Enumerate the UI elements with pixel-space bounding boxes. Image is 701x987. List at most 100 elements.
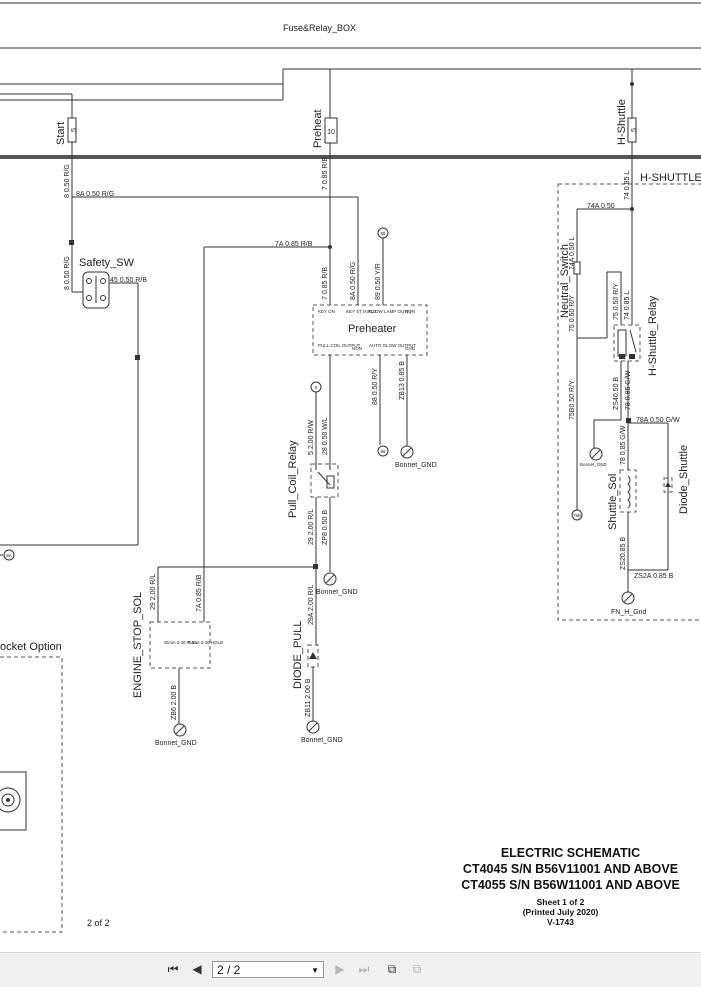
wire-label: 74A 0.50: [587, 203, 615, 210]
pin-label: GLOW LAMP OUT(-): [369, 309, 412, 314]
engine-stop-solenoid: [149, 621, 211, 669]
safety-sw-label: Safety_SW: [79, 257, 135, 269]
wire-label: 45 0.50 R/B: [110, 277, 147, 284]
wire-label: 74 0.85 L: [624, 291, 631, 320]
ground-label: Bonnet_GND: [316, 589, 358, 596]
wire-label: 7A 0.85 R/B: [196, 574, 203, 612]
solenoid-pull-label: 36.5A 2.00 PULL: [164, 640, 199, 645]
pin-label: GND: [405, 346, 416, 351]
wire-label: 75 0.50 R/Y: [613, 283, 620, 320]
connector-label: 8A: [6, 553, 12, 558]
fuse-relay-box: Fuse&Relay_BOX: [0, 2, 701, 159]
start-circuit: 8 0.50 R/G 8A 0.50 R/G 8 0.50 R/G Safety…: [0, 157, 358, 561]
socket-option-label: ocket Option: [0, 641, 62, 653]
wire-label: ZS40.50 B: [613, 377, 620, 410]
wire-label: 8A 0.50 R/G: [76, 191, 114, 198]
ground-label: Bonnet_GND: [301, 737, 343, 744]
connector-label: 75B: [573, 513, 581, 518]
shuttle-sol-label: Shuttle_Sol: [607, 474, 619, 530]
page-select[interactable]: 2 / 2 ▼: [212, 961, 324, 978]
wire-label: ZP8 0.50 B: [322, 510, 329, 545]
next-view-icon[interactable]: ⧉: [412, 962, 422, 976]
preheater-module: [312, 304, 428, 356]
wire-label: 75B0.50 R/Y: [569, 380, 576, 420]
wire-label: 89 0.50 Y/R: [375, 263, 382, 300]
fuse-relay-box-title: Fuse&Relay_BOX: [283, 23, 356, 33]
fuse-start-label: Start: [55, 122, 67, 145]
h-shuttle-frame: [557, 183, 701, 621]
fuse-preheat-rating: 10: [327, 129, 335, 136]
wire-label: ZB13 0.85 B: [399, 361, 406, 400]
wire-label: 8 0.50 R/G: [64, 164, 71, 198]
pin-label: AUTO GLOW OUTPUT: [369, 343, 416, 348]
pull-coil-relay-label: Pull_Coil_Relay: [287, 440, 299, 518]
fuse-h-shuttle-rating: 5: [631, 128, 638, 132]
wire-label: 29 2.00 R/L: [308, 509, 315, 545]
fuse-start: 5 Start: [55, 94, 78, 157]
wire-label: 75 0.50 R/Y: [569, 295, 576, 332]
connector-label: 5: [315, 385, 318, 390]
title-line-1: ELECTRIC SCHEMATIC: [500, 846, 641, 860]
chevron-down-icon: ▼: [311, 966, 319, 975]
connector-8a: [3, 549, 15, 561]
next-page-icon[interactable]: ▶: [335, 962, 345, 976]
first-page-icon[interactable]: ⏮: [167, 962, 179, 976]
printed-label: (Printed July 2020): [522, 907, 599, 917]
page-select-value: 2 / 2: [217, 963, 241, 977]
fuse-start-rating: 5: [71, 128, 78, 132]
wire-label: 78 0.85 G/W: [625, 370, 632, 410]
pin-label: NON: [352, 346, 362, 351]
ground-label: FN_H_Gnd: [611, 609, 647, 616]
diode-shuttle-label: Diode_Shuttle: [678, 445, 690, 514]
solenoid-hold-label: 0.45A 2.00 HOLD: [188, 640, 224, 645]
wire-label: ZB6 2.00 B: [171, 685, 178, 720]
connector-88: [377, 445, 389, 457]
fuse-h-shuttle: 5 H-Shuttle: [616, 69, 638, 157]
preheat-circuit: 7 0.85 R/B 7A 0.85 R/B 7 0.85 R/B 8A 0.5…: [204, 157, 437, 470]
wire-label: 74A 0.50 L: [569, 236, 576, 270]
document-viewport: Fuse&Relay_BOX 5 Start 10 Preheat 5 H-Sh…: [0, 2, 701, 933]
connector-75b: [571, 509, 583, 521]
engine-stop-sol-label: ENGINE_STOP_SOL: [132, 592, 144, 698]
pdf-toolbar: ⏮ ◀ 2 / 2 ▼ ▶ ⏭ ⧉ ⧉: [0, 952, 701, 987]
diode-shuttle: [663, 477, 673, 493]
wire-label: ZB11 2.00 B: [305, 678, 312, 717]
wire-label: 78A 0.50 G/W: [636, 417, 680, 424]
pull-coil-relay-circuit: 5 5 2.00 R/W 28 0.50 W/L Pull_Coil_Relay…: [158, 381, 358, 596]
wire-label: ZS2A 0.85 B: [634, 573, 674, 580]
pin-label: KEY ST INPUT: [346, 309, 377, 314]
wire-label: 5 2.00 R/W: [308, 420, 315, 455]
wire-label: 74 0.85 L: [624, 171, 631, 200]
neutral-switch-label: Neutral_Switch: [559, 244, 571, 318]
sheet-label: Sheet 1 of 2: [536, 897, 585, 907]
previous-view-icon[interactable]: ⧉: [387, 962, 397, 976]
preheater-label: Preheater: [348, 323, 397, 335]
wire-label: 29 2.00 R/L: [150, 574, 157, 610]
code-label: V-1743: [547, 917, 574, 927]
wire-label: 78 0.85 G/W: [620, 425, 627, 465]
title-line-2: CT4045 S/N B56V11001 AND ABOVE: [462, 862, 679, 876]
diode-pull-label: DIODE_PULL: [292, 621, 304, 689]
wire-label: 28 0.50 W/L: [322, 417, 329, 455]
engine-stop-sol-circuit: 29 2.00 R/L 7A 0.85 R/B 36.5A 2.00 PULL …: [132, 247, 224, 747]
wire-label: 88 0.50 R/Y: [372, 368, 379, 405]
ground-label-small: Bonnet_GND: [580, 462, 608, 467]
pull-coil-relay: [310, 463, 339, 498]
pin-label: PULL COIL OUTPUT: [318, 343, 361, 348]
fuse-preheat-label: Preheat: [312, 109, 324, 148]
last-page-icon[interactable]: ⏭: [358, 962, 370, 976]
ground-label: Bonnet_GND: [155, 740, 197, 747]
socket-option: ocket Option: [0, 641, 63, 933]
h-shuttle-group-label: H-SHUTTLE: [640, 172, 701, 184]
wire-label: 7A 0.85 R/B: [275, 241, 313, 248]
ground-label: Bonnet_GND: [395, 462, 437, 469]
h-shuttle-section: H-SHUTTLE 74 0.85 L 74A 0.50 74A 0.50 L …: [557, 157, 701, 621]
previous-page-icon[interactable]: ◀: [192, 962, 202, 976]
diode-pull-circuit: 29A 2.00 R/L DIODE_PULL ZB11 2.00 B Bonn…: [292, 567, 343, 744]
wire-label: 29A 2.00 R/L: [308, 584, 315, 625]
h-shuttle-relay-label: H-Shuttle_Relay: [647, 295, 659, 376]
h-shuttle-relay: [613, 324, 641, 362]
title-block: ELECTRIC SCHEMATIC CT4045 S/N B56V11001 …: [440, 845, 701, 927]
wire-label: 8A 0.50 R/G: [350, 262, 357, 300]
connector-label: 88: [380, 449, 386, 454]
